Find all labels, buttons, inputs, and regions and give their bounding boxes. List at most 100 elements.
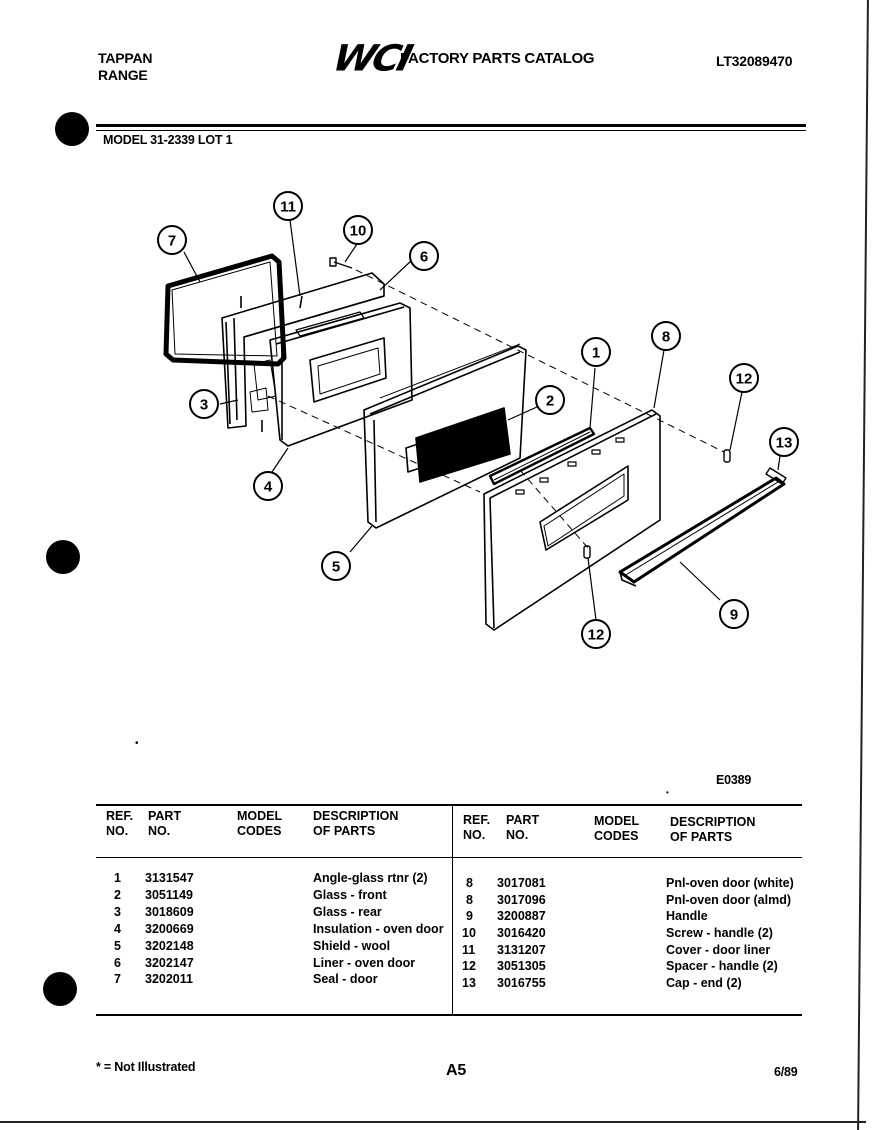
ref-cell: 8 [466, 893, 473, 907]
callout-number: 5 [332, 559, 340, 576]
header-rule-thin [96, 130, 806, 131]
ref-cell: 8 [466, 876, 473, 890]
right-ref-header: REF.NO. [463, 813, 491, 842]
ref-cell: 11 [462, 943, 476, 957]
brand-line-2: RANGE [98, 67, 148, 83]
callout-8: 8 [651, 321, 681, 351]
ref-cell: 5 [114, 939, 121, 953]
callout-circle [253, 471, 283, 501]
part-cell: 3051305 [497, 959, 546, 973]
ref-cell: 2 [114, 888, 121, 902]
desc-cell: Glass - front [313, 888, 387, 902]
desc-cell: Pnl-oven door (almd) [666, 893, 791, 907]
punch-hole-bottom [43, 972, 77, 1006]
angle-glass-retainer-part [488, 426, 596, 486]
desc-cell: Insulation - oven door [313, 922, 444, 936]
door-seal-part [163, 253, 287, 367]
part-cell: 3051149 [145, 888, 193, 902]
wool-shield-part [363, 343, 527, 529]
header-rule-thick [96, 124, 806, 127]
desc-cell: Seal - door [313, 972, 378, 986]
inner-door-frame-part [221, 272, 385, 432]
callout-circle [343, 215, 373, 245]
callout-6: 6 [409, 241, 439, 271]
brand-line-1: TAPPAN [98, 50, 153, 66]
stray-dot: • [666, 788, 669, 797]
desc-cell: Cap - end (2) [666, 976, 742, 990]
callout-circle [409, 241, 439, 271]
catalog-number: LT32089470 [716, 53, 793, 69]
callout-12: 12 [729, 363, 759, 393]
desc-cell: Shield - wool [313, 939, 391, 953]
part-cell: 3016755 [497, 976, 546, 990]
part-cell: 3017081 [497, 876, 546, 890]
part-cell: 3017096 [497, 893, 546, 907]
callout-12: 12 [581, 619, 611, 649]
desc-cell: Glass - rear [313, 905, 382, 919]
callout-3: 3 [189, 389, 219, 419]
stray-dot: • [135, 738, 139, 749]
part-cell: 3131207 [497, 943, 546, 957]
part-cell: 3018609 [145, 905, 194, 919]
ref-cell: 10 [462, 926, 476, 940]
callout-number: 12 [588, 627, 605, 644]
callout-1: 1 [581, 337, 611, 367]
callout-2: 2 [535, 385, 565, 415]
end-cap-part [765, 467, 787, 485]
callout-11: 11 [273, 191, 303, 221]
callout-circle [769, 427, 799, 457]
part-cell: 3202147 [145, 956, 194, 970]
insulation-part [253, 302, 413, 447]
ref-cell: 6 [114, 956, 121, 970]
table-bottom-rule [96, 1014, 802, 1016]
desc-cell: Screw - handle (2) [666, 926, 773, 940]
part-cell: 3016420 [497, 926, 546, 940]
callout-5: 5 [321, 551, 351, 581]
callout-circle [157, 225, 187, 255]
catalog-title: FACTORY PARTS CATALOG [400, 50, 595, 67]
callout-number: 12 [736, 371, 753, 388]
callout-circle [189, 389, 219, 419]
table-header-rule [96, 857, 802, 858]
ref-cell: 12 [462, 959, 476, 973]
callout-number: 13 [776, 435, 793, 452]
callout-4: 4 [253, 471, 283, 501]
callout-13: 13 [769, 427, 799, 457]
desc-cell: Cover - door liner [666, 943, 771, 957]
desc-cell: Angle-glass rtnr (2) [313, 871, 428, 885]
handle-part [618, 476, 786, 587]
callout-number: 2 [546, 393, 554, 410]
model-line: MODEL 31-2339 LOT 1 [103, 133, 233, 147]
handle-spacer-part [583, 449, 731, 559]
callout-circle [321, 551, 351, 581]
front-glass-part [405, 407, 511, 483]
callout-number: 10 [350, 223, 367, 240]
punch-hole-middle [46, 540, 80, 574]
table-column-divider [452, 804, 453, 1016]
oven-door-panel-part [483, 409, 661, 631]
callout-number: 8 [662, 329, 670, 346]
part-cell: 3131547 [145, 871, 194, 885]
callout-number: 6 [420, 249, 428, 266]
callout-circle [651, 321, 681, 351]
callout-9: 9 [719, 599, 749, 629]
callout-number: 11 [280, 199, 296, 216]
handle-screw-part [329, 257, 353, 269]
ref-cell: 9 [466, 909, 473, 923]
part-cell: 3202148 [145, 939, 194, 953]
figure-code: E0389 [716, 773, 752, 787]
ref-cell: 3 [114, 905, 121, 919]
page-number: A5 [446, 1062, 467, 1079]
page-bottom-edge [0, 1121, 866, 1123]
callout-7: 7 [157, 225, 187, 255]
part-cell: 3200887 [497, 909, 546, 923]
callout-10: 10 [343, 215, 373, 245]
callout-number: 9 [730, 607, 738, 624]
callout-number: 1 [592, 345, 600, 362]
callout-number: 4 [264, 479, 273, 496]
